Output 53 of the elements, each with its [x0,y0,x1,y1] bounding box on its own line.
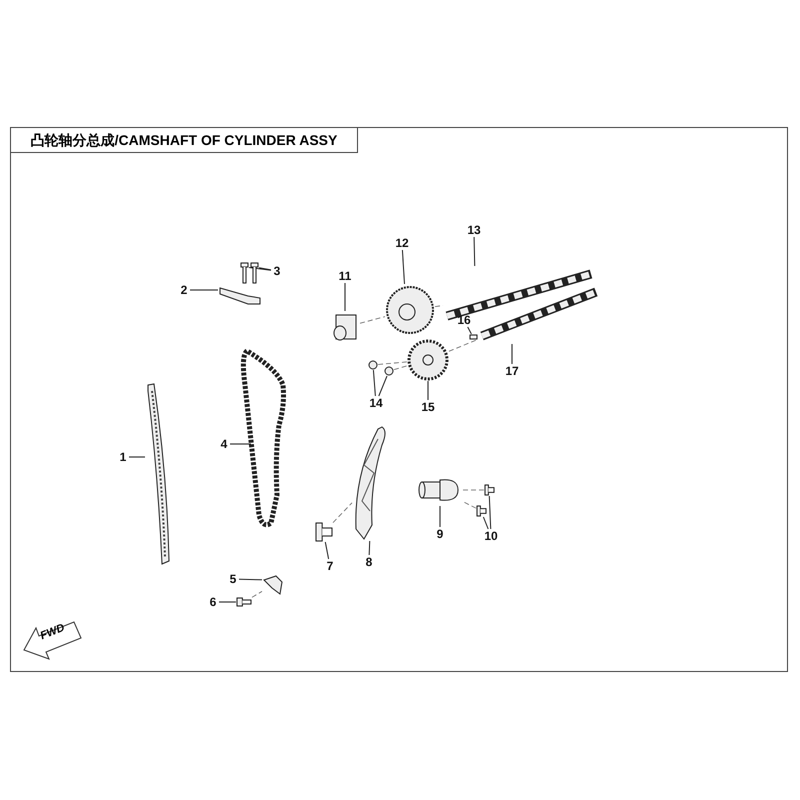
leader-line [488,496,492,530]
leader-line [248,267,272,271]
callout-number: 14 [366,396,386,410]
leader-line [238,578,262,580]
bolt-drawing [368,360,378,370]
callout-number: 1 [117,450,129,464]
assembly-axis-line [360,316,386,324]
callout-number: 12 [392,236,412,250]
bolt-drawing [484,484,495,496]
leader-line [474,236,476,266]
leader-line [258,267,272,270]
cam-sprocket-drawing [407,339,449,381]
assembly-axis-line [252,591,262,598]
bolt-drawing [240,262,249,284]
callout-number: 10 [481,529,501,543]
callout-number: 5 [227,572,239,586]
cam-phaser-drawing [385,284,435,336]
callout-number: 2 [178,283,190,297]
assembly-axis-line [462,500,476,509]
leader-line [402,250,405,284]
assembly-axis-line [378,362,408,365]
leader-line [344,282,346,312]
callout-number: 7 [324,559,336,573]
assembly-axis-line [448,338,478,352]
leader-line [378,376,388,396]
callout-number: 8 [363,555,375,569]
bolt-drawing [250,262,259,284]
callout-number: 6 [207,595,219,609]
leader-line [324,542,330,560]
bolt-drawing [315,522,333,542]
chain-guide-drawing [145,383,171,565]
callout-number: 16 [454,313,474,327]
title: 凸轮轴分总成/CAMSHAFT OF CYLINDER ASSY [10,127,358,153]
bolt-drawing [476,505,487,517]
leader-line [372,370,376,396]
direction-label: FWD [38,622,66,642]
callout-number: 13 [464,223,484,237]
bolt-drawing [236,597,252,607]
callout-number: 15 [418,400,438,414]
callout-number: 11 [335,269,355,283]
leader-line [467,326,472,334]
bolt-drawing [384,366,394,376]
leader-line [482,516,489,530]
callout-number: 17 [502,364,522,378]
callout-number: 4 [218,437,230,451]
dowel-pin-drawing [469,334,478,340]
callout-number: 9 [434,527,446,541]
assembly-axis-line [394,366,408,370]
callout-number: 3 [271,264,283,278]
bracket-drawing [262,574,284,596]
leader-line [128,456,146,458]
leader-line [368,540,370,556]
assembly-axis-line [332,502,352,523]
